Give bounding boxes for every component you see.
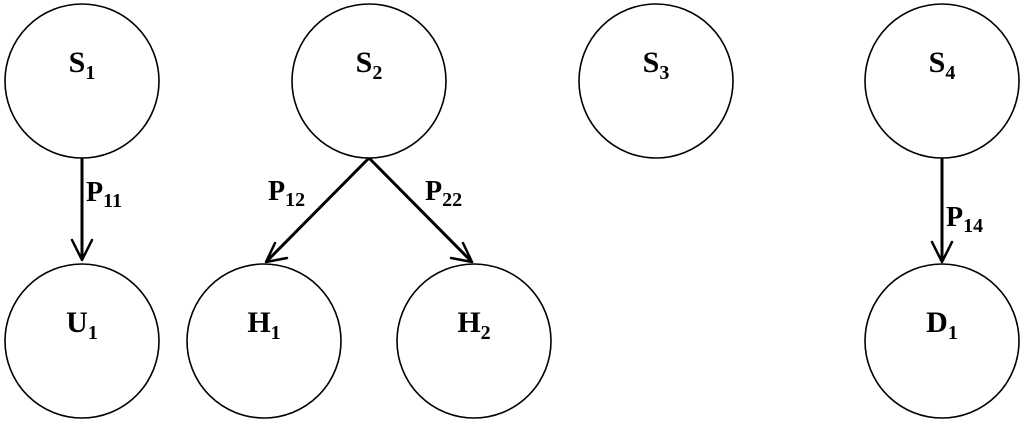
node-d1-label: D1 [926,306,958,344]
node-s3-label: S3 [643,46,670,84]
node-h1-label: H1 [247,306,280,344]
node-s4-label: S4 [929,46,956,84]
node-s2-label: S2 [356,46,383,84]
edge-s2-h1-arrowhead [264,241,289,264]
edge-s1-u1 [70,158,94,262]
node-h1: H1 [186,263,342,419]
node-d1-circle [864,263,1020,419]
edge-s2-h1-label: P12 [268,176,305,211]
node-s2-circle [291,3,447,159]
node-d1: D1 [864,263,1020,419]
edge-s4-d1-arrowhead [930,240,954,264]
node-s3: S3 [578,3,734,159]
node-s1: S1 [4,3,160,159]
edge-s1-u1-arrowhead [70,238,94,262]
node-s1-circle [4,3,160,159]
node-h2-circle [396,263,552,419]
edge-s2-h2-line [367,156,472,262]
node-s4: S4 [864,3,1020,159]
edge-s2-h2 [367,156,474,264]
node-h1-circle [186,263,342,419]
edge-s4-d1-label: P14 [946,202,983,237]
node-h2-label: H2 [457,306,490,344]
edge-s1-u1-label: P11 [86,177,122,212]
node-s4-circle [864,3,1020,159]
edge-s2-h2-label: P22 [425,176,462,211]
node-s1-label: S1 [69,46,96,84]
edge-s4-d1 [930,158,954,264]
node-h2: H2 [396,263,552,419]
edge-s2-h1 [264,156,371,264]
node-s3-circle [578,3,734,159]
node-u1: U1 [4,263,160,419]
node-s2: S2 [291,3,447,159]
edge-s2-h2-arrowhead [449,241,474,264]
edge-s2-h1-line [266,156,371,262]
node-u1-label: U1 [66,306,98,344]
node-u1-circle [4,263,160,419]
